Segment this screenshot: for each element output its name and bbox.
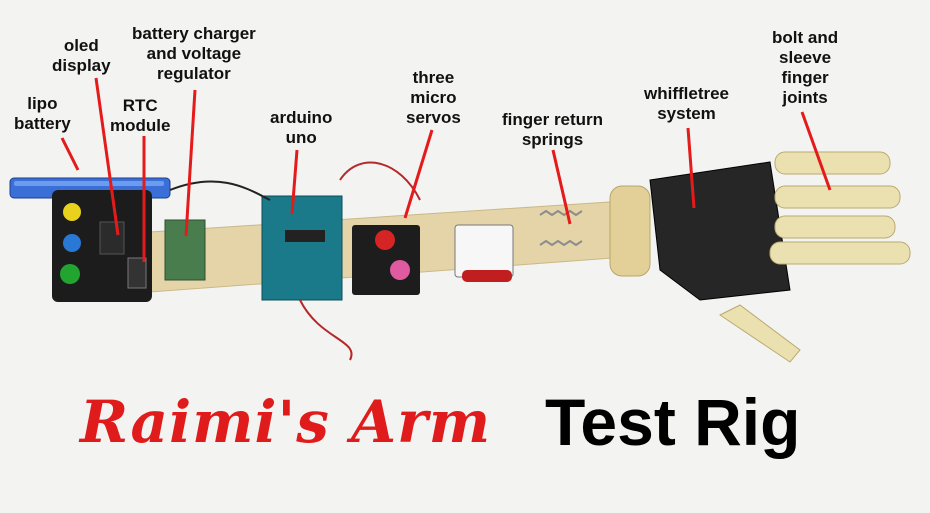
oled-screen (99, 221, 125, 255)
label-whiffletree-system: whiffletree system (644, 84, 730, 123)
wrist-ring (609, 185, 651, 277)
label-finger-return-springs: finger return springs (502, 110, 604, 149)
servo-red-pulley (462, 270, 512, 282)
yellow-button (63, 203, 81, 221)
rtc-module-board (127, 257, 147, 289)
label-battery-charger: battery charger and voltage regulator (132, 24, 256, 83)
lipo-battery-highlight (14, 181, 164, 186)
label-three-micro-servos: three micro servos (406, 68, 461, 127)
palm-frame (649, 161, 791, 301)
servo-white (454, 224, 514, 278)
label-rtc-module: RTC module (110, 96, 171, 135)
green-button (60, 264, 80, 284)
fingers (719, 151, 911, 363)
title-raimis-arm: Raimi's Arm (80, 388, 492, 456)
wires (169, 161, 421, 361)
blue-button (63, 234, 81, 252)
servo-horn-red-1 (375, 230, 395, 250)
title-test-rig: Test Rig (545, 385, 801, 459)
label-arduino-uno: arduino uno (270, 108, 333, 147)
callout-lines (60, 77, 832, 262)
label-bolt-sleeve-joints: bolt and sleeve finger joints (772, 28, 839, 107)
arduino-board (261, 195, 343, 301)
label-lipo-battery: lipo battery (14, 94, 71, 133)
label-oled-display: oled display (52, 36, 111, 75)
servo-horn-red-2 (390, 260, 410, 280)
arduino-chip (285, 230, 325, 242)
finger-return-springs (539, 209, 583, 247)
